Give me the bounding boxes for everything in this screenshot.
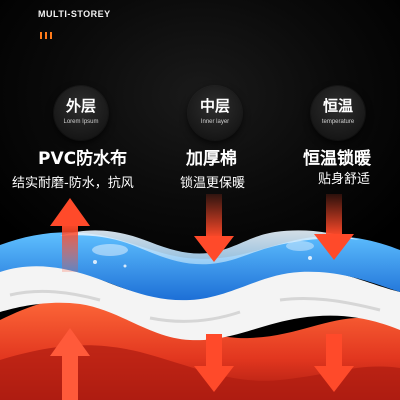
outer-layer-title: 外层 [65, 97, 96, 115]
accent-ticks [40, 32, 52, 39]
outer-layer-badge: 外层 Lorem Ipsum [54, 86, 108, 140]
arrow-down-middle-bottom [194, 334, 234, 392]
outer-fabric-layer [0, 232, 400, 301]
arrow-down-middle-top [194, 194, 234, 262]
brand-label: MULTI-STOREY [38, 9, 111, 19]
outer-layer-subtitle: Lorem Ipsum [63, 119, 99, 125]
outer-layer-description: 结实耐磨-防水，抗风 [12, 176, 134, 191]
cotton-padding-layer [0, 262, 400, 341]
constant-temp-heading: 恒温锁暖 [303, 149, 371, 169]
outer-layer-heading: PVC防水布 [38, 149, 128, 169]
constant-temp-badge: 恒温 temperature [311, 86, 365, 140]
arrow-down-right-top [314, 194, 354, 260]
middle-layer-heading: 加厚棉 [186, 149, 237, 169]
constant-temp-description: 贴身舒适 [318, 172, 371, 187]
constant-temp-subtitle: temperature [321, 119, 355, 125]
middle-layer-title: 中层 [199, 97, 230, 115]
middle-layer-badge: 中层 Inner layer [188, 86, 242, 140]
middle-layer-subtitle: Inner layer [200, 119, 230, 125]
arrow-up-warm [50, 328, 90, 400]
arrow-down-right-bottom [314, 334, 354, 392]
outer-fabric-top-sheen [60, 230, 360, 265]
middle-layer-description: 锁温更保暖 [180, 176, 246, 191]
arrow-up-outer [50, 198, 90, 272]
constant-temp-title: 恒温 [322, 97, 353, 115]
